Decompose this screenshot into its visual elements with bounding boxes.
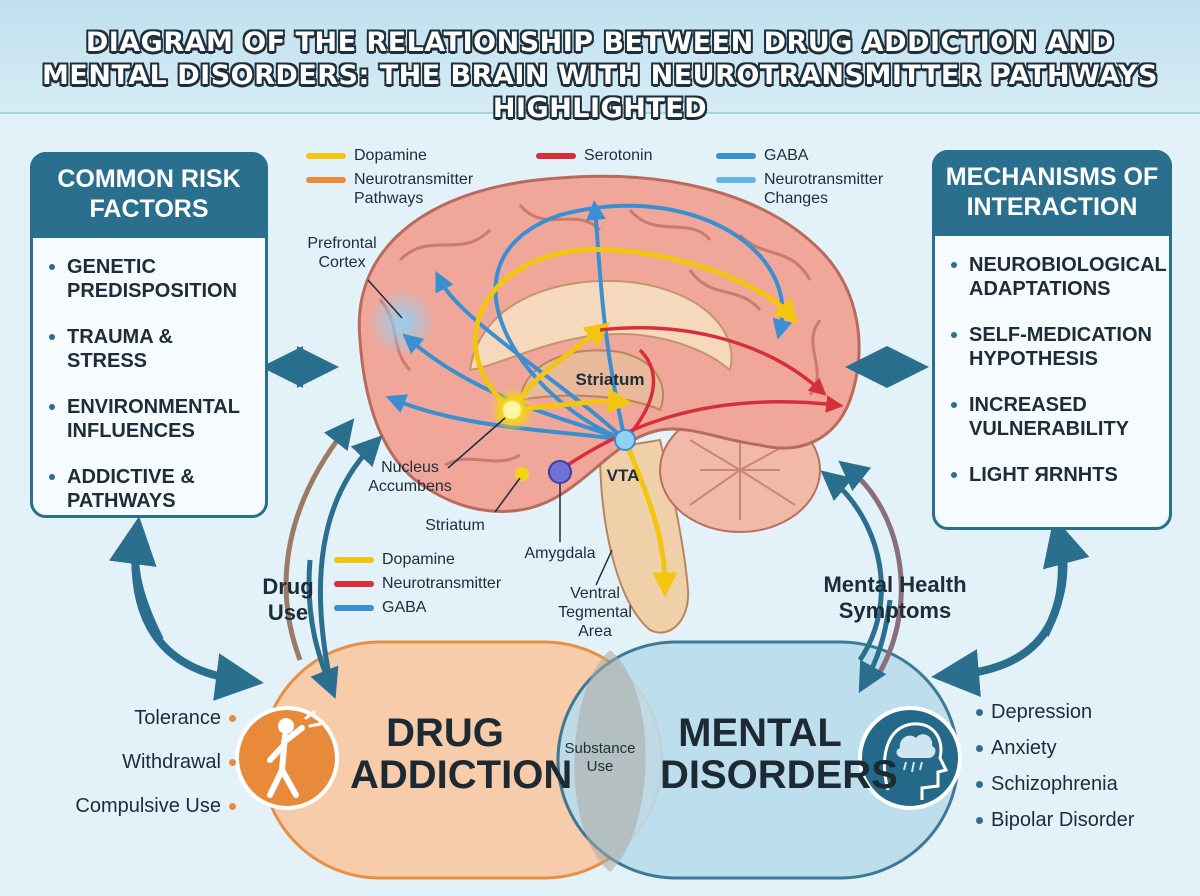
bullet-dot xyxy=(229,759,236,767)
legend-label: Dopamine xyxy=(354,147,427,164)
label-drug-use: Drug Use xyxy=(262,574,314,625)
left-panel-flow-arrow xyxy=(109,516,264,701)
mechanisms-panel: MECHANISMS OF INTERACTION NEUROBIOLOGICA… xyxy=(932,150,1172,530)
list-item: Depression xyxy=(976,700,1176,724)
legend-arrow-swatch xyxy=(716,177,756,183)
serotonin-pathways xyxy=(559,326,844,472)
venn-diagram xyxy=(260,640,960,880)
addiction-signs-list: Tolerance Withdrawal Compulsive Use xyxy=(40,706,236,838)
risk-factors-panel: COMMON RISK FACTORS GENETIC PREDISPOSITI… xyxy=(30,152,268,518)
list-item: TRAUMA & STRESS xyxy=(49,325,257,373)
list-item: Schizophrenia xyxy=(976,772,1176,796)
legend-mid-gaba: GABA xyxy=(334,598,426,617)
bullet-dot xyxy=(976,745,983,753)
list-item: Withdrawal xyxy=(40,750,236,774)
leader-lines xyxy=(367,279,613,586)
bullet-dot xyxy=(229,803,236,811)
list-item: GENETIC PREDISPOSITION xyxy=(49,255,257,303)
venn-overlap-shape xyxy=(574,650,646,872)
legend-label: Dopamine xyxy=(382,551,455,568)
legend-pathways: Neurotransmitter Pathways xyxy=(306,170,506,208)
legend-swatch xyxy=(334,557,374,563)
mental-disorders-title: MENTAL DISORDERS xyxy=(660,711,898,797)
list-item: NEUROBIOLOGICAL ADAPTATIONS xyxy=(951,253,1166,301)
legend-swatch xyxy=(306,177,346,183)
bullet-dot xyxy=(976,781,983,789)
label-amygdala: Amygdala xyxy=(524,545,596,562)
legend-label: Neurotransmitter Changes xyxy=(764,171,884,207)
legend-label: GABA xyxy=(764,147,809,164)
mental-symptom-arrows xyxy=(820,460,904,694)
list-item: Bipolar Disorder xyxy=(976,808,1176,832)
substance-use-label: Substance Use xyxy=(564,740,636,775)
legend-label: Neurotransmitter Pathways xyxy=(354,171,474,207)
risk-factors-list: GENETIC PREDISPOSITION TRAUMA & STRESS E… xyxy=(49,255,257,535)
legend-mid-neurotransmitter: Neurotransmitter xyxy=(334,574,501,593)
list-item: Anxiety xyxy=(976,736,1176,760)
legend-label: Serotonin xyxy=(584,147,653,164)
legend-dopamine: Dopamine xyxy=(306,146,427,165)
legend-label: GABA xyxy=(382,599,427,616)
legend-swatch xyxy=(334,605,374,611)
legend-swatch xyxy=(334,581,374,587)
legend-changes: Neurotransmitter Changes xyxy=(716,170,916,208)
legend-serotonin: Serotonin xyxy=(536,146,653,165)
list-item: SELF-MEDICATION HYPOTHESIS xyxy=(951,323,1161,371)
label-mental-health-symptoms: Mental Health Symptoms xyxy=(823,572,967,623)
drug-addiction-title: DRUG ADDICTION xyxy=(350,711,573,797)
head-cloud-icon xyxy=(858,706,962,810)
label-nucleus-accumbens: Nucleus Accumbens xyxy=(368,459,452,495)
legend-gaba: GABA xyxy=(716,146,808,165)
bullet-dot xyxy=(976,817,983,825)
bullet-dot xyxy=(976,709,983,717)
amygdala-node xyxy=(548,460,572,484)
label-striatum-inner: Striatum xyxy=(575,370,645,389)
title-band xyxy=(0,0,1200,114)
legend-swatch xyxy=(306,153,346,159)
label-striatum-lower: Striatum xyxy=(425,517,485,534)
striatum-node xyxy=(515,467,529,481)
list-item: LIGHT ЯRNHTS xyxy=(951,463,1161,487)
right-panel-flow-arrow xyxy=(931,516,1090,697)
legend-mid-dopamine: Dopamine xyxy=(334,550,455,569)
list-item: Tolerance xyxy=(40,706,236,730)
mechanisms-heading: MECHANISMS OF INTERACTION xyxy=(932,150,1172,236)
diagram-title: DIAGRAM OF THE RELATIONSHIP BETWEEN DRUG… xyxy=(42,27,1158,124)
drug-use-arrows xyxy=(283,418,383,699)
list-item: ENVIRONMENTAL INFLUENCES xyxy=(49,395,257,443)
person-addiction-icon xyxy=(235,706,339,810)
legend-swatch xyxy=(536,153,576,159)
bullet-dot xyxy=(229,715,236,723)
label-prefrontal-cortex: Prefrontal Cortex xyxy=(307,235,377,271)
disorders-list: Depression Anxiety Schizophrenia Bipolar… xyxy=(976,700,1176,852)
list-item: ADDICTIVE & PATHWAYS xyxy=(49,465,257,513)
list-item: INCREASED VULNERABILITY xyxy=(951,393,1161,441)
vta-node xyxy=(614,429,636,451)
risk-factors-heading: COMMON RISK FACTORS xyxy=(30,152,268,238)
prefrontal-glow xyxy=(368,288,436,356)
legend-swatch xyxy=(716,153,756,159)
list-item: Compulsive Use xyxy=(40,794,236,818)
label-ventral-tegmental-area: Ventral Tegmental Area xyxy=(558,585,632,640)
legend-label: Neurotransmitter xyxy=(382,575,502,592)
mechanisms-list: NEUROBIOLOGICAL ADAPTATIONS SELF-MEDICAT… xyxy=(951,253,1166,509)
label-vta: VTA xyxy=(606,466,640,485)
